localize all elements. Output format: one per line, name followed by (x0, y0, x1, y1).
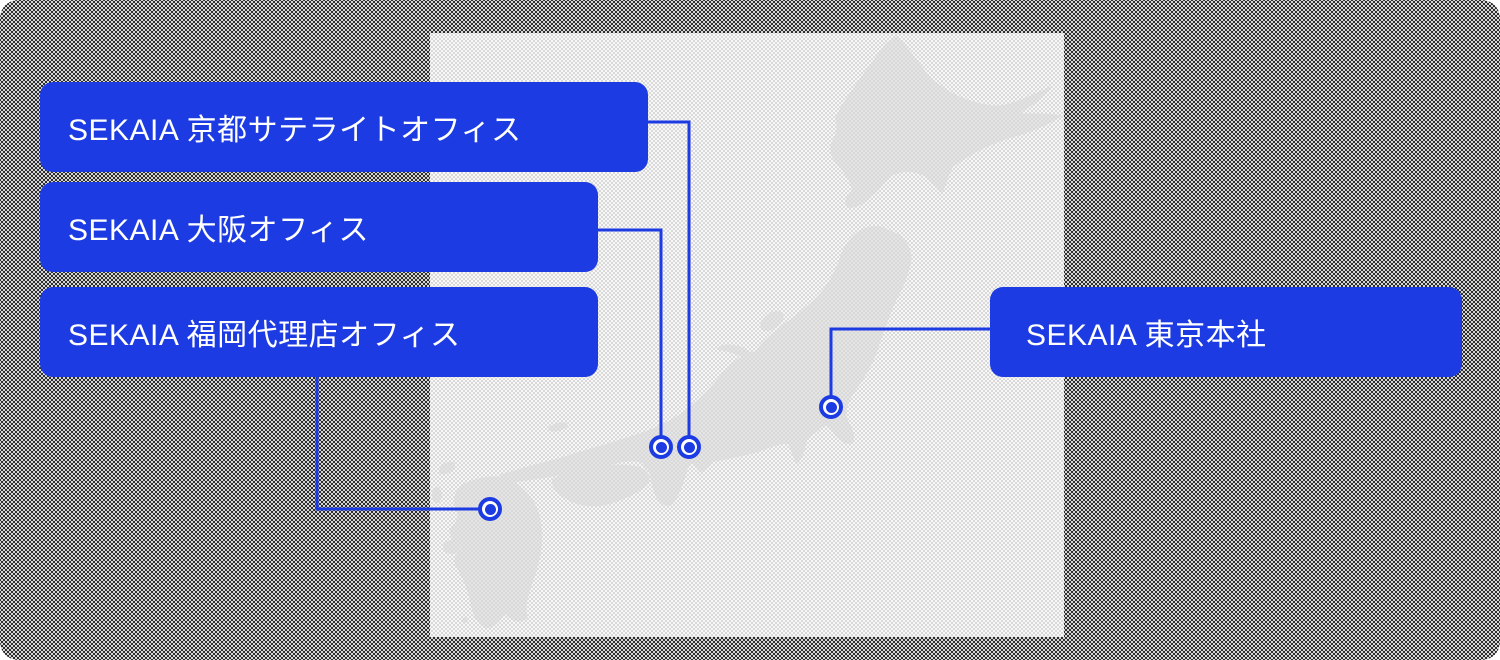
hokkaido-island (830, 36, 1062, 208)
office-label-text: SEKAIA 福岡代理店オフィス (68, 319, 461, 352)
oki-islands (548, 422, 568, 432)
office-dot-fukuoka[interactable] (478, 497, 502, 521)
office-label-text: SEKAIA 大阪オフィス (68, 214, 369, 247)
office-label-kyoto[interactable]: SEKAIA 京都サテライトオフィス (40, 82, 648, 172)
office-label-text: SEKAIA 東京本社 (1026, 319, 1267, 352)
awaji-island (643, 455, 655, 469)
office-dot-core-icon (683, 441, 695, 453)
hirado-island (432, 487, 442, 503)
small-island (462, 617, 468, 623)
office-label-text: SEKAIA 京都サテライトオフィス (68, 114, 522, 147)
goto-islands (443, 540, 461, 554)
tsushima-island (438, 461, 456, 475)
office-dot-core-icon (484, 503, 496, 515)
office-dot-osaka[interactable] (649, 435, 673, 459)
office-label-osaka[interactable]: SEKAIA 大阪オフィス (40, 182, 598, 272)
office-dot-core-icon (825, 401, 837, 413)
office-label-tokyo[interactable]: SEKAIA 東京本社 (990, 287, 1462, 377)
office-label-fukuoka[interactable]: SEKAIA 福岡代理店オフィス (40, 287, 598, 377)
office-dot-tokyo[interactable] (819, 395, 843, 419)
office-dot-kyoto[interactable] (677, 435, 701, 459)
office-dot-core-icon (655, 441, 667, 453)
